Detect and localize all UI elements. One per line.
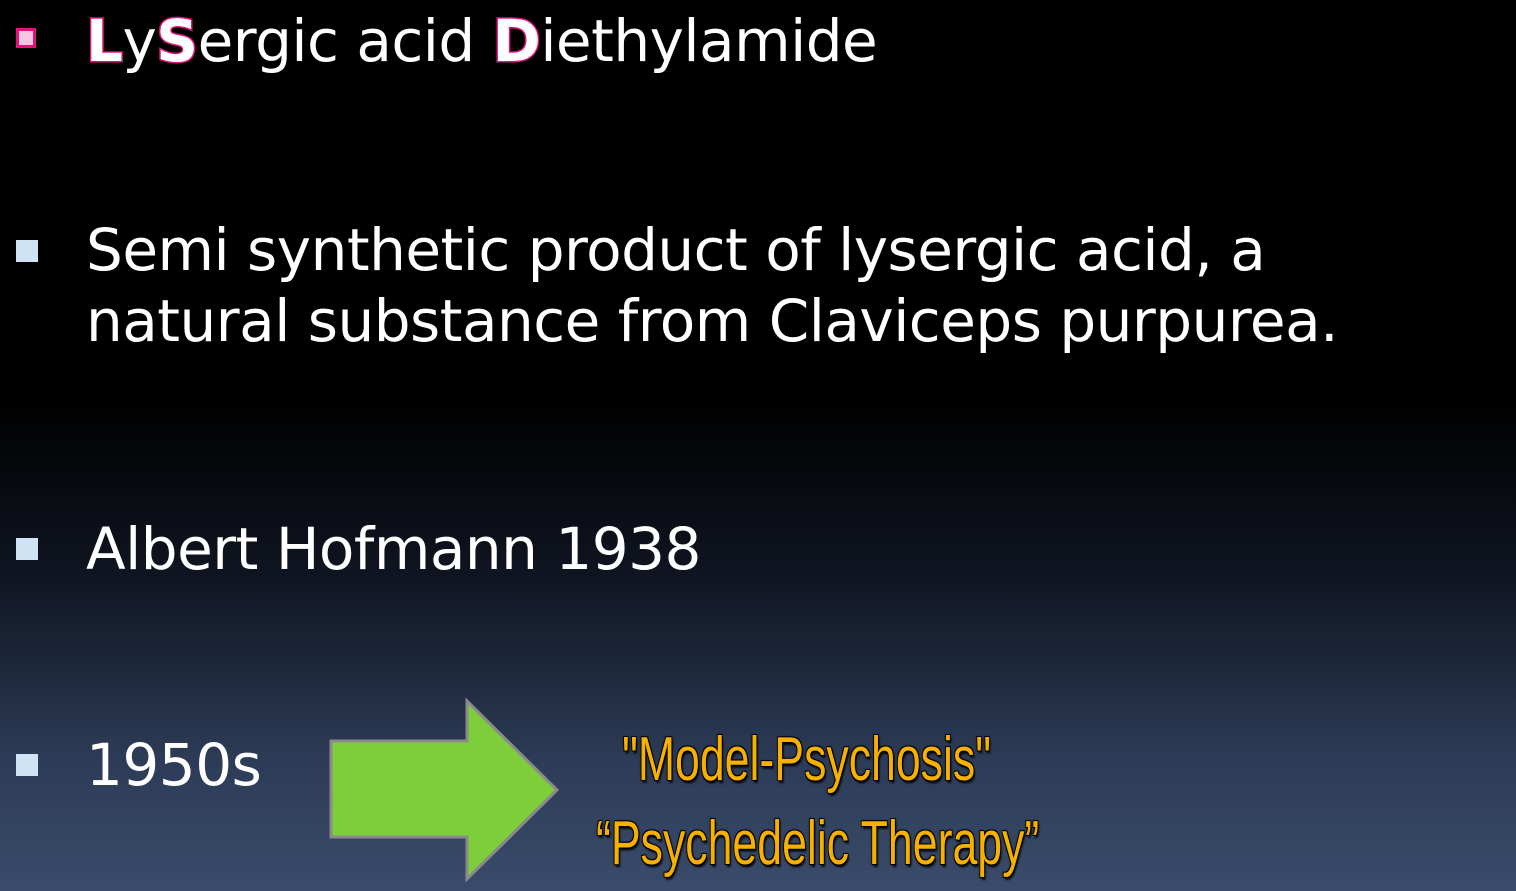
line-text: y	[122, 7, 157, 75]
pink-square-bullet-icon	[16, 28, 36, 48]
slide-line-lsd: LySergic acid Diethylamide	[84, 6, 878, 77]
slide-line-1950s: 1950s	[86, 731, 262, 799]
slogan-model-psychosis: "Model-Psychosis"	[622, 725, 992, 794]
right-arrow-icon	[329, 698, 560, 882]
slide-line-natural-substance: natural substance from Claviceps purpure…	[86, 287, 1339, 355]
highlight-letter-l: L	[84, 6, 124, 77]
line-text: ergic acid	[197, 7, 493, 75]
square-bullet-icon	[16, 538, 38, 560]
square-bullet-icon	[16, 754, 38, 776]
square-bullet-icon	[16, 240, 38, 262]
line-text: iethylamide	[540, 7, 878, 75]
highlight-letter-s: S	[155, 6, 200, 77]
highlight-letter-d: D	[491, 6, 542, 77]
slogan-psychedelic-therapy: “Psychedelic Therapy”	[596, 809, 1040, 878]
slide-line-hofmann: Albert Hofmann 1938	[86, 515, 701, 583]
slide-line-semi-synthetic: Semi synthetic product of lysergic acid,…	[86, 216, 1266, 284]
